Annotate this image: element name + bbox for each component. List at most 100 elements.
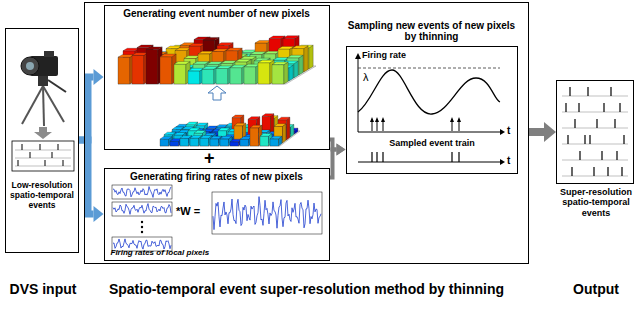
event-row-part xyxy=(603,103,604,112)
rate-plot-part xyxy=(355,53,361,59)
bar-part xyxy=(210,139,219,146)
down-arrow xyxy=(34,127,52,139)
bar xyxy=(258,60,274,84)
waveform-panel xyxy=(112,185,172,199)
rate-plot-part-part xyxy=(377,121,378,131)
bar-part xyxy=(160,54,176,57)
bar-part xyxy=(248,117,260,120)
waveform-panel-part xyxy=(212,192,322,234)
bar-part xyxy=(240,139,249,146)
bar-part xyxy=(250,128,259,146)
bar-part xyxy=(255,40,271,43)
event-row-part xyxy=(619,103,620,112)
bar xyxy=(244,64,260,84)
event-row-part xyxy=(621,167,622,176)
event-row-part xyxy=(562,112,628,113)
bar-part xyxy=(175,48,191,51)
bar-part xyxy=(216,66,232,69)
rate-plot-part xyxy=(358,58,359,132)
bar-part xyxy=(269,36,285,39)
event-train-box-part-part xyxy=(45,160,46,166)
box-title: Generating firing rates of new pixels xyxy=(107,171,327,183)
rate-plot-part-part xyxy=(458,152,459,162)
bar-part xyxy=(292,46,308,49)
flow-arrow xyxy=(330,144,346,178)
bar xyxy=(202,67,218,84)
waveform-panel xyxy=(112,202,172,216)
event-row-part xyxy=(589,135,590,144)
rate-plot-part-part xyxy=(370,117,374,122)
bar-part xyxy=(146,47,162,50)
bar-part xyxy=(287,117,290,140)
bar-part xyxy=(132,55,144,84)
bar-part xyxy=(203,37,219,40)
event-train-box xyxy=(12,141,74,171)
event-row-part xyxy=(562,96,628,97)
bar-part xyxy=(170,141,179,146)
event-train-box-part-part xyxy=(30,152,31,158)
rate-plot-part-part xyxy=(457,117,461,122)
bar-part xyxy=(190,136,202,139)
bar-part xyxy=(232,115,244,118)
bar-part xyxy=(309,45,313,69)
rate-plot-part-part xyxy=(372,121,373,131)
arrow-head xyxy=(337,144,346,156)
arrow-shaft xyxy=(330,150,337,178)
bar-part xyxy=(200,136,212,139)
camera-illustration-part xyxy=(43,86,64,122)
event-row-part xyxy=(571,167,572,176)
bar-part xyxy=(180,138,189,146)
bar-chart-3d xyxy=(160,114,300,146)
event-row xyxy=(562,103,628,112)
bar-part xyxy=(262,114,274,117)
event-train-box-part-part xyxy=(22,144,23,150)
bar-part xyxy=(202,67,218,70)
rate-plot-part-part xyxy=(375,117,379,122)
bar-part xyxy=(294,61,298,78)
up-arrow xyxy=(208,86,226,100)
bar-part xyxy=(118,55,134,58)
waveform-panel-part xyxy=(113,204,171,215)
bar-part xyxy=(217,43,233,46)
bar-part xyxy=(123,48,139,51)
axis-label: t xyxy=(507,125,510,137)
arrow-head xyxy=(337,144,346,156)
panel-text: Low-resolution spatio-temporal events xyxy=(8,181,76,210)
bar-part xyxy=(258,60,274,63)
event-train-box-part-part xyxy=(52,152,53,158)
arrow-head xyxy=(94,69,104,85)
operator-text: *W = xyxy=(176,205,200,218)
camera-illustration-part xyxy=(48,80,66,92)
camera-illustration-part xyxy=(26,62,34,70)
waveform-panel-part xyxy=(213,197,321,230)
event-row-part xyxy=(614,119,615,128)
bar-part xyxy=(272,65,284,84)
bar-part xyxy=(204,133,216,136)
bar-part xyxy=(220,136,232,139)
bar xyxy=(230,65,246,84)
rate-plot-part xyxy=(358,162,501,163)
bar-part xyxy=(272,62,288,65)
bar-part xyxy=(160,139,169,146)
method-panel: Spatio-temporal event super-resolution m… xyxy=(84,2,529,264)
event-row-part xyxy=(607,167,608,176)
bar-part xyxy=(283,124,286,143)
bar-part xyxy=(202,69,214,84)
rate-plot-part xyxy=(358,68,500,69)
column-heading: Spatio-temporal event super-resolution m… xyxy=(85,281,528,297)
ellipsis-dots-part xyxy=(141,226,143,228)
bar-part xyxy=(284,62,288,84)
flow-arrow xyxy=(79,69,104,140)
event-row xyxy=(562,135,628,144)
event-row-part xyxy=(601,151,602,160)
bar-part xyxy=(289,65,293,81)
bar-part xyxy=(207,62,223,65)
bar xyxy=(160,54,176,84)
event-row xyxy=(562,87,628,96)
bar-part xyxy=(264,51,280,54)
arrow-head xyxy=(544,122,556,142)
event-row-part xyxy=(562,128,628,129)
waveform-panel-part xyxy=(113,187,171,198)
bar-part xyxy=(287,55,303,58)
camera-illustration-part xyxy=(21,57,39,75)
